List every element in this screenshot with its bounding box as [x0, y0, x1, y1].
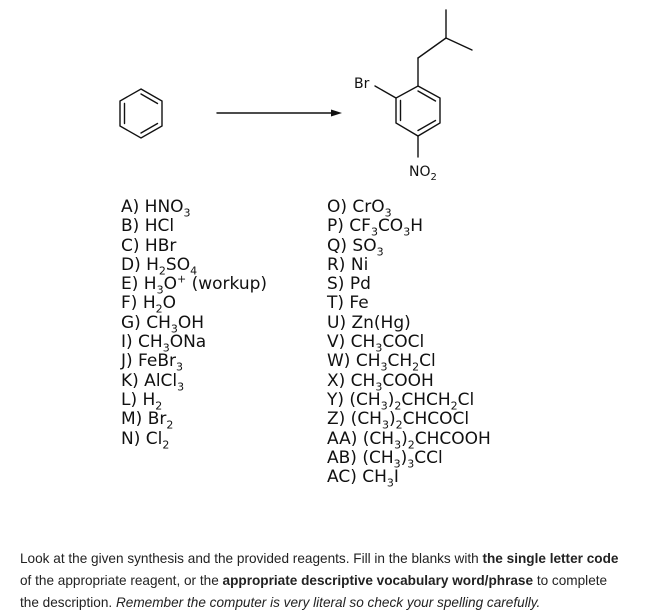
reagent-item: Z) (CH3)2CHCOCl	[327, 409, 470, 432]
reagent-item: A) HNO3	[121, 197, 191, 220]
reagent-item: AA) (CH3)2CHCOOH	[327, 428, 491, 451]
reagent-item: V) CH3COCl	[327, 332, 425, 355]
product-structure	[374, 9, 473, 158]
reagent-item: K) AlCl3	[121, 370, 185, 394]
reagent-item: R) Ni	[327, 254, 369, 275]
reagent-item: S) Pd	[327, 274, 371, 295]
reagent-item: U) Zn(Hg)	[327, 312, 411, 333]
reagent-item: I) CH3ONa	[121, 332, 207, 355]
reagent-item: C) HBr	[121, 235, 177, 256]
reagent-item: AB) (CH3)3CCl	[327, 447, 443, 471]
instructions-text: Look at the given synthesis and the prov…	[20, 551, 619, 610]
reagent-item: G) CH3OH	[121, 312, 205, 336]
reagent-item: D) H2SO4	[121, 254, 198, 278]
reagent-item: F) H2O	[121, 293, 176, 316]
reagent-item: E) H3O+ (workup)	[121, 272, 268, 297]
bromo-label: Br	[354, 76, 370, 92]
reagent-item: Y) (CH3)2CHCH2Cl	[327, 389, 475, 413]
reagent-item: L) H2	[121, 389, 163, 413]
reagent-item: B) HCl	[121, 216, 175, 237]
nitro-label: NO2	[409, 164, 437, 183]
benzene-structure	[119, 88, 163, 139]
reaction-arrow	[216, 109, 342, 117]
reagent-item: O) CrO3	[327, 197, 392, 220]
reagent-item: AC) CH3I	[327, 467, 399, 490]
reagent-item: T) Fe	[327, 293, 369, 314]
reaction-scheme: Br NO2	[119, 9, 473, 183]
reagent-item: Q) SO3	[327, 235, 384, 258]
reagent-item: J) FeBr3	[121, 351, 184, 374]
reagent-item: M) Br2	[121, 409, 174, 432]
reagent-item: W) CH3CH2Cl	[327, 351, 436, 374]
reagent-item: N) Cl2	[121, 428, 170, 451]
reagent-item: X) CH3COOH	[327, 370, 434, 394]
reagent-item: P) CF3CO3H	[327, 216, 423, 239]
